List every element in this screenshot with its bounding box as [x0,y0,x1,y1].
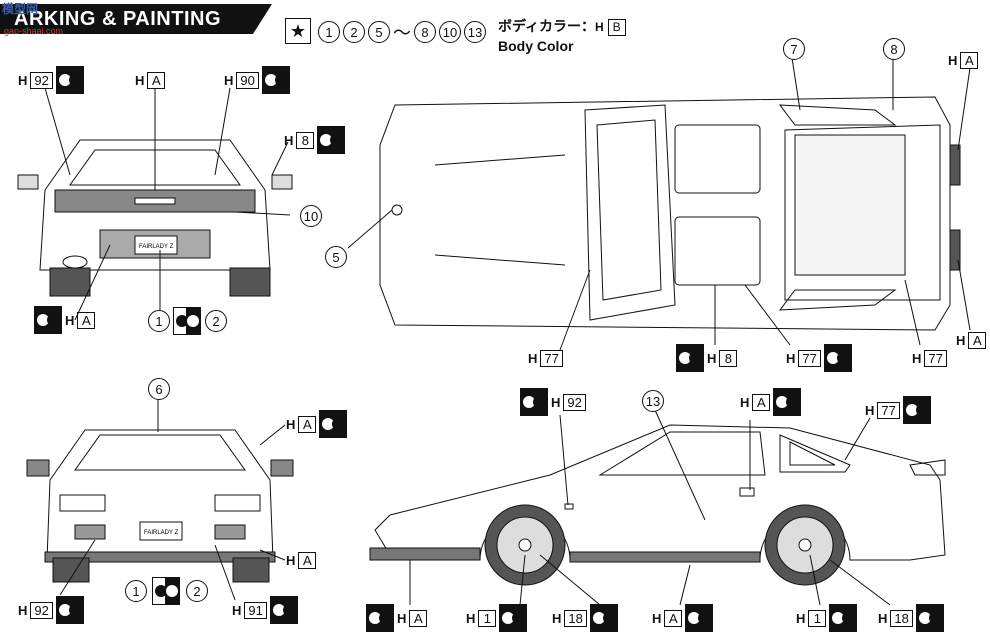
callout-2: 2 [186,580,208,602]
section-title-banner: ARKING & PAINTING [0,4,272,34]
part-callout: 2 [343,21,365,43]
paint-swatch-icon [317,126,346,154]
paint-swatch-icon [823,344,852,372]
paint-swatch-icon [520,388,548,416]
callout-6: 6 [148,378,170,400]
top-view [379,96,961,331]
paint-swatch-icon [34,306,62,334]
paint-swatch-icon [829,604,858,632]
paint-swatch-icon [589,604,618,632]
callout-10: 10 [300,205,322,227]
paint-swatch-icon [499,604,528,632]
part-callout: 1 [318,21,340,43]
paint-swatch-icon [915,604,944,632]
swatch-pair-icon [152,577,180,605]
svg-text:FAIRLADY Z: FAIRLADY Z [144,530,179,536]
paint-swatch-icon [55,66,84,94]
body-color-en: Body Color [498,38,574,54]
watermark-logo: 模型网 [2,2,39,16]
callout-8: 8 [883,38,905,60]
paint-swatch-icon [773,388,802,416]
part-callout: 5 [368,21,390,43]
callout-2: 2 [205,310,227,332]
body-color-jp: ボディカラー：H B [498,16,626,36]
star-icon: ★ [285,18,311,44]
paint-swatch-icon [269,596,298,624]
paint-swatch-icon [366,604,394,632]
front-view: FAIRLADY Z [26,429,294,583]
callout-5: 5 [325,246,347,268]
callout-1: 1 [148,310,170,332]
body-color-code: B [607,19,626,36]
part-callout: 13 [464,21,486,43]
paint-swatch-icon [685,604,714,632]
side-view [369,424,946,586]
callout-1: 1 [125,580,147,602]
svg-text:FAIRLADY Z: FAIRLADY Z [139,244,174,250]
paint-swatch-icon [261,66,290,94]
range-tilde: ～ [393,23,411,43]
paint-swatch-icon [55,596,84,624]
parts-list: 1 2 5 ～ 8 10 13 [318,19,486,45]
part-callout: 10 [439,21,461,43]
swatch-pair-icon [173,307,201,335]
part-callout: 8 [414,21,436,43]
paint-swatch-icon [676,344,704,372]
rear-view: FAIRLADY Z [17,139,293,297]
callout-7: 7 [783,38,805,60]
section-title: ARKING & PAINTING [14,8,222,30]
callout-13: 13 [642,390,664,412]
watermark-url: gao-shaai.com [4,26,64,36]
paint-swatch-icon [319,410,348,438]
paint-swatch-icon [902,396,931,424]
